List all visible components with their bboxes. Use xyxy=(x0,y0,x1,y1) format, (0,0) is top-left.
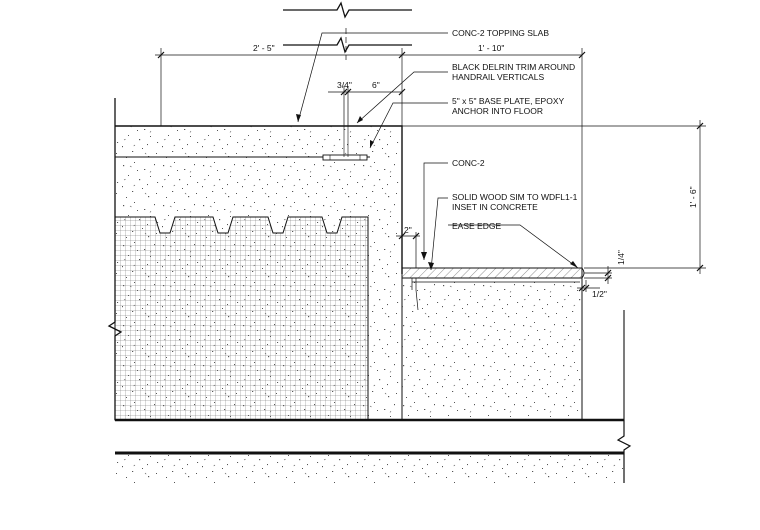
note-base-plate-line1: 5" x 5" BASE PLATE, EPOXY xyxy=(452,96,565,106)
leader-arrowheads xyxy=(296,114,578,270)
top-break-lines xyxy=(283,1,412,54)
dim-overall-left: 2' - 5" xyxy=(253,43,275,53)
dimension-lines xyxy=(155,28,706,292)
right-step-concrete xyxy=(402,277,583,420)
note-solid-wood-line1: SOLID WOOD SIM TO WDFL1-1 xyxy=(452,192,578,202)
cmu-grid-area xyxy=(114,216,369,421)
annotations: CONC-2 TOPPING SLAB BLACK DELRIN TRIM AR… xyxy=(452,28,578,231)
note-black-delrin-line2: HANDRAIL VERTICALS xyxy=(452,72,544,82)
note-base-plate-line2: ANCHOR INTO FLOOR xyxy=(452,106,543,116)
dim-overall-right: 1' - 10" xyxy=(478,43,504,53)
dimension-text: 2' - 5" 1' - 10" 3/4" 6" 2" 1' - 6" 1/4"… xyxy=(253,43,698,299)
base-plate xyxy=(322,125,368,161)
note-solid-wood-line2: INSET IN CONCRETE xyxy=(452,202,538,212)
note-conc2-topping-slab: CONC-2 TOPPING SLAB xyxy=(452,28,549,38)
floor-slab xyxy=(115,418,632,483)
note-ease-edge: EASE EDGE xyxy=(452,221,501,231)
dim-two-inch: 2" xyxy=(404,225,412,235)
leader-lines xyxy=(297,32,579,311)
left-wall-break xyxy=(107,98,123,420)
dim-six-inch: 6" xyxy=(372,80,380,90)
dim-three-quarter: 3/4" xyxy=(337,80,352,90)
dim-half-inch: 1/2" xyxy=(592,289,607,299)
dim-quarter-inch: 1/4" xyxy=(616,250,626,265)
note-conc2: CONC-2 xyxy=(452,158,485,168)
dim-height: 1' - 6" xyxy=(688,186,698,208)
note-black-delrin-line1: BLACK DELRIN TRIM AROUND xyxy=(452,62,575,72)
